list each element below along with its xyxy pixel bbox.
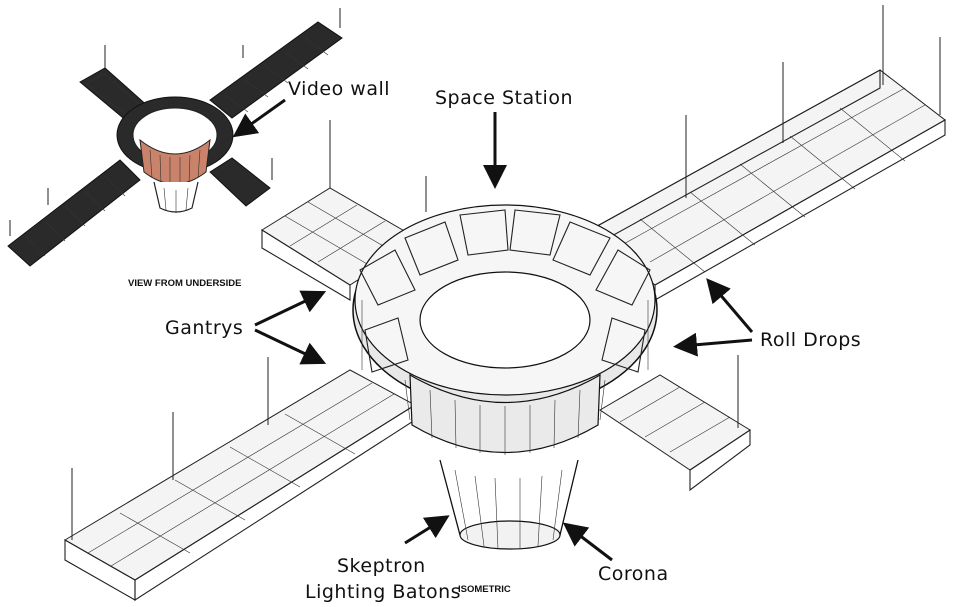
- underside-arm-sw: [7, 159, 141, 267]
- arm-northeast: [589, 5, 946, 301]
- video-wall-drum: [409, 373, 601, 455]
- underside-arm-ne: [209, 21, 343, 119]
- arrow-skeptron: [404, 515, 450, 545]
- arm-southeast: [599, 355, 751, 492]
- label-roll-drops: Roll Drops: [760, 329, 861, 351]
- label-skeptron-line1: Skeptron: [337, 555, 426, 577]
- label-gantrys: Gantrys: [165, 317, 243, 339]
- label-video-wall: Video wall: [288, 78, 390, 100]
- arrow-corona: [562, 522, 613, 562]
- labels: Video wall Space Station Gantrys Roll Dr…: [165, 78, 861, 603]
- label-corona: Corona: [598, 563, 669, 585]
- corona-cone: [439, 459, 579, 550]
- caption-underside: VIEW FROM UNDERSIDE: [128, 278, 241, 289]
- arrow-roll-drops-upper: [706, 278, 754, 333]
- label-space-station: Space Station: [435, 87, 573, 109]
- annotation-arrows: [232, 98, 754, 562]
- underside-arm-se: [209, 157, 271, 207]
- arrow-gantrys-lower: [254, 328, 327, 365]
- underside-video-wall: [139, 138, 211, 185]
- arrow-roll-drops-lower: [673, 332, 753, 357]
- caption-isometric: ISOMETRIC: [458, 584, 511, 595]
- arrow-video-wall: [232, 98, 286, 138]
- isometric-view: [64, 5, 946, 602]
- arrow-gantrys-upper: [254, 290, 327, 327]
- underside-view: VIEW FROM UNDERSIDE: [7, 8, 343, 289]
- label-skeptron-line2: Lighting Batons: [305, 581, 461, 603]
- space-station-ring: [352, 204, 658, 421]
